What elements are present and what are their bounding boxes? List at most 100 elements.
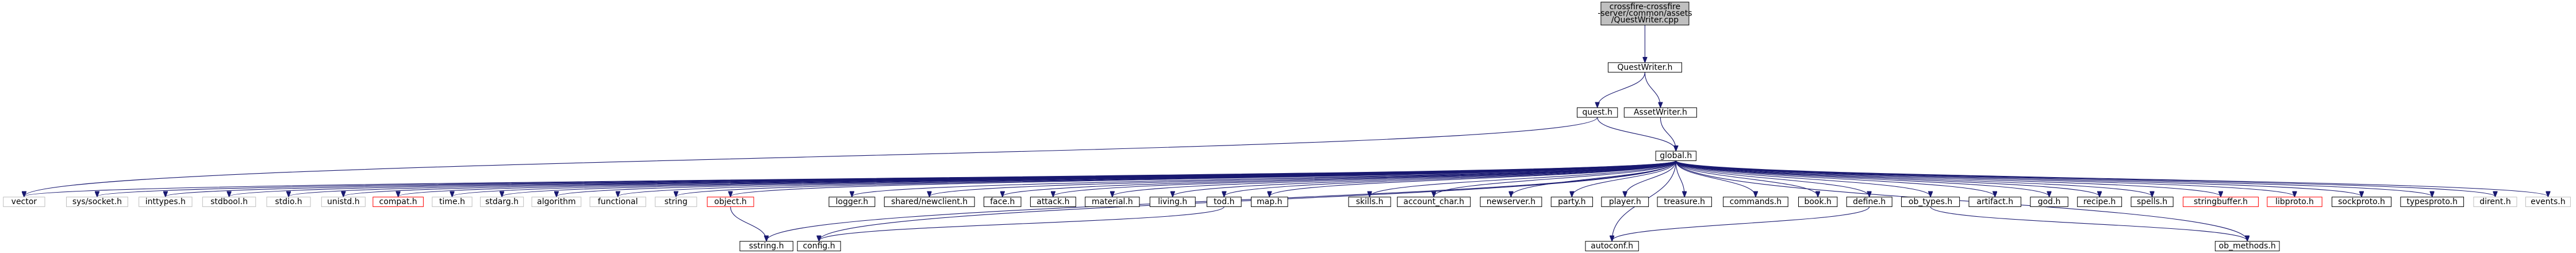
node-typesproto-h-box — [2400, 197, 2464, 207]
edge-tod-h-to-config-h — [819, 206, 1224, 240]
node-libproto-h-box — [2267, 197, 2322, 207]
node-commands-h-box — [1723, 197, 1788, 207]
node-global-h[interactable]: global.h — [1655, 151, 1696, 162]
edge-global-h-to-material-h — [1112, 160, 1676, 197]
node-shared-newclient-h-label: shared/newclient.h — [891, 197, 968, 206]
node-sstring-h-label: sstring.h — [749, 241, 784, 251]
node-algorithm[interactable]: algorithm — [531, 197, 582, 207]
node-living-h[interactable]: living.h — [1149, 197, 1196, 207]
node-newserver-h[interactable]: newserver.h — [1480, 197, 1542, 207]
node-stdio-h[interactable]: stdio.h — [266, 197, 311, 207]
node-living-h-box — [1149, 197, 1196, 207]
node-skills-h[interactable]: skills.h — [1348, 197, 1391, 207]
node-object-h-box — [707, 197, 754, 207]
node-book-h-label: book.h — [1804, 197, 1831, 206]
node-shared-newclient-h[interactable]: shared/newclient.h — [884, 197, 975, 207]
node-define-h[interactable]: define.h — [1846, 197, 1892, 207]
edge-questwriter-h-to-assetwriter-h — [1644, 72, 1660, 108]
node-autoconf-h-box — [1585, 241, 1639, 251]
edge-quest-h-to-vector — [24, 117, 1598, 197]
node-sstring-h[interactable]: sstring.h — [739, 241, 793, 251]
node-autoconf-h[interactable]: autoconf.h — [1585, 241, 1639, 251]
edge-global-h-to-living-h — [1173, 160, 1676, 197]
node-libproto-h[interactable]: libproto.h — [2267, 197, 2322, 207]
node-logger-h-label: logger.h — [836, 197, 869, 206]
node-compat-h-label: compat.h — [379, 197, 417, 206]
edge-global-h-to-sockproto-h — [1675, 160, 2362, 197]
node-book-h[interactable]: book.h — [1798, 197, 1838, 207]
node-face-h[interactable]: face.h — [984, 197, 1022, 207]
node-god-h[interactable]: god.h — [2030, 197, 2068, 207]
node-string-box — [655, 197, 697, 207]
node-config-h[interactable]: config.h — [797, 241, 841, 251]
node-sockproto-h-label: sockproto.h — [2338, 197, 2385, 206]
node-account-char-h[interactable]: account_char.h — [1397, 197, 1471, 207]
node-stdbool-h[interactable]: stdbool.h — [202, 197, 256, 207]
node-living-h-label: living.h — [1158, 197, 1187, 206]
node-string[interactable]: string — [655, 197, 697, 207]
node-unistd-h-label: unistd.h — [327, 197, 360, 206]
node-material-h[interactable]: material.h — [1085, 197, 1140, 207]
node-tod-h-label: tod.h — [1214, 197, 1234, 206]
node-face-h-box — [984, 197, 1022, 207]
node-algorithm-box — [531, 197, 582, 207]
node-define-h-label: define.h — [1853, 197, 1886, 206]
node-skills-h-box — [1348, 197, 1391, 207]
node-map-h[interactable]: map.h — [1250, 197, 1288, 207]
node-root-box — [1600, 2, 1690, 26]
node-root-label: /QuestWriter.cpp — [1611, 16, 1679, 25]
node-compat-h[interactable]: compat.h — [373, 197, 424, 207]
node-libproto-h-label: libproto.h — [2275, 197, 2314, 206]
node-config-h-box — [797, 241, 841, 251]
node-quest-h[interactable]: quest.h — [1576, 107, 1618, 118]
node-book-h-box — [1798, 197, 1838, 207]
node-stringbuffer-h-box — [2183, 197, 2259, 207]
node-commands-h[interactable]: commands.h — [1723, 197, 1788, 207]
edge-global-h-to-tod-h — [1224, 160, 1676, 197]
node-attack-h[interactable]: attack.h — [1030, 197, 1076, 207]
node-questwriter-h[interactable]: QuestWriter.h — [1607, 62, 1682, 73]
node-vector-box — [3, 197, 45, 207]
edge-global-h-to-shared-newclient-h — [930, 160, 1676, 197]
node-ob-methods-h[interactable]: ob_methods.h — [2214, 241, 2280, 251]
node-logger-h[interactable]: logger.h — [828, 197, 876, 207]
edge-global-h-to-define-h — [1675, 160, 1869, 197]
node-unistd-h[interactable]: unistd.h — [321, 197, 366, 207]
node-inttypes-h[interactable]: inttypes.h — [139, 197, 193, 207]
node-typesproto-h[interactable]: typesproto.h — [2400, 197, 2464, 207]
node-algorithm-label: algorithm — [537, 197, 576, 206]
node-treasure-h[interactable]: treasure.h — [1657, 197, 1712, 207]
node-spells-h-label: spells.h — [2137, 197, 2167, 206]
edge-questwriter-h-to-quest-h — [1598, 72, 1645, 108]
node-vector[interactable]: vector — [3, 197, 45, 207]
node-stdio-h-label: stdio.h — [275, 197, 302, 206]
node-stdarg-h[interactable]: stdarg.h — [480, 197, 524, 207]
node-events-h[interactable]: events.h — [2525, 197, 2571, 207]
node-player-h[interactable]: player.h — [1601, 197, 1649, 207]
node-spells-h[interactable]: spells.h — [2130, 197, 2174, 207]
node-shared-newclient-h-box — [884, 197, 975, 207]
node-functional-label: functional — [598, 197, 638, 206]
node-ob-types-h[interactable]: ob_types.h — [1901, 197, 1960, 207]
node-sys-socket-h[interactable]: sys/socket.h — [66, 197, 128, 207]
node-object-h[interactable]: object.h — [707, 197, 754, 207]
node-dirent-h[interactable]: dirent.h — [2473, 197, 2517, 207]
node-spells-h-box — [2130, 197, 2174, 207]
node-party-h[interactable]: party.h — [1550, 197, 1593, 207]
node-stringbuffer-h[interactable]: stringbuffer.h — [2183, 197, 2259, 207]
node-root-label: -server/common/assets — [1598, 9, 1692, 18]
node-time-h[interactable]: time.h — [432, 197, 473, 207]
node-artifact-h[interactable]: artifact.h — [1968, 197, 2021, 207]
node-tod-h[interactable]: tod.h — [1206, 197, 1242, 207]
edge-ob-types-h-to-ob-methods-h — [1930, 206, 2247, 240]
edge-global-h-to-libproto-h — [1675, 160, 2294, 197]
edge-global-h-to-skills-h — [1369, 160, 1676, 197]
node-sockproto-h[interactable]: sockproto.h — [2331, 197, 2391, 207]
node-assetwriter-h[interactable]: AssetWriter.h — [1623, 107, 1697, 118]
node-functional-box — [589, 197, 646, 207]
node-functional[interactable]: functional — [589, 197, 646, 207]
node-recipe-h[interactable]: recipe.h — [2077, 197, 2122, 207]
node-time-h-box — [432, 197, 473, 207]
node-dirent-h-box — [2473, 197, 2517, 207]
node-stdbool-h-box — [202, 197, 256, 207]
